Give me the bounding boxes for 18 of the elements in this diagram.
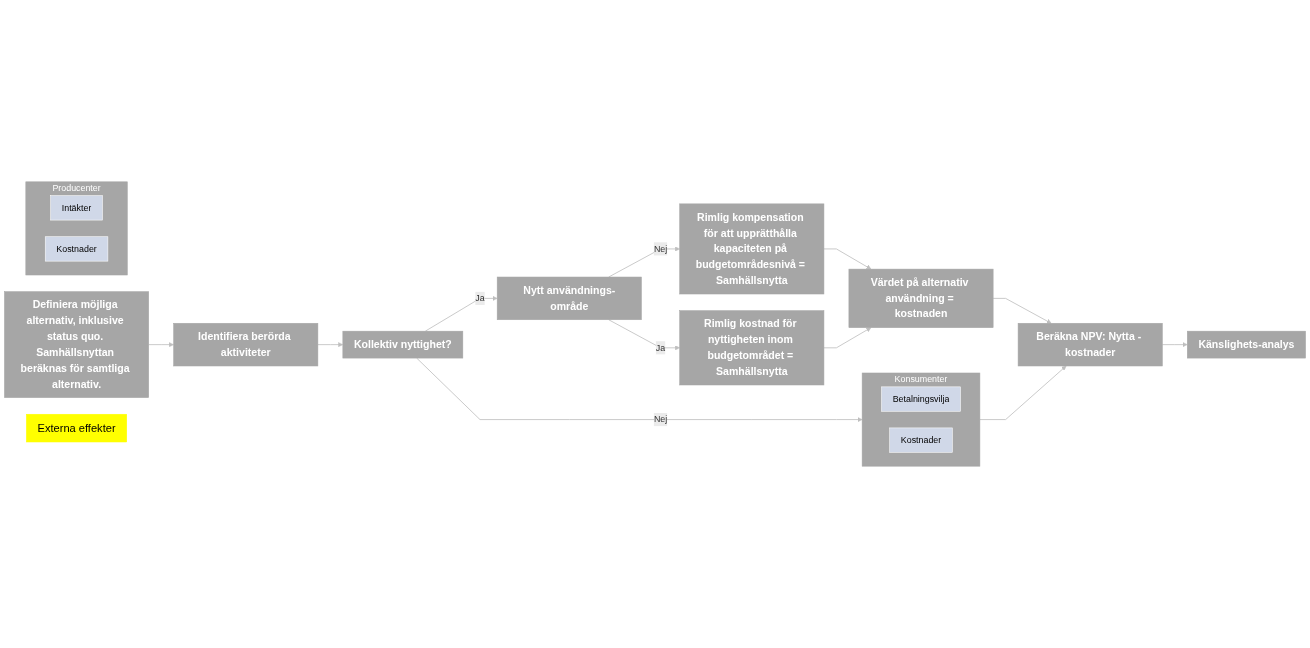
node-box: Beräkna NPV: Nytta - kostnader bbox=[1017, 323, 1163, 367]
edge-label: Nej bbox=[653, 243, 668, 254]
node-box: Rimlig kostnad för nyttigheten inom budgetområdet = Samhällsnytta bbox=[679, 310, 825, 386]
edge-label: Ja bbox=[655, 342, 666, 353]
node-box: Externa effekter bbox=[26, 413, 127, 443]
node-box: Definiera möjliga alternativ, inklusive status quo. Samhällsnyttan beräknas för samtliga alternativ. bbox=[4, 291, 149, 398]
node-box: Intäkter bbox=[50, 195, 103, 221]
node-box: Känslighets-analys bbox=[1187, 330, 1306, 359]
node-box: Betalningsvilja bbox=[881, 386, 961, 412]
edge-label: Ja bbox=[475, 293, 485, 303]
node-box: Rimlig kompensation för att upprätthålla kapaciteten på budgetområdesnivå = Samhällsnytta bbox=[679, 203, 825, 295]
node-box: Kostnader bbox=[889, 427, 953, 453]
node-box: Kollektiv nyttighet? bbox=[342, 330, 464, 359]
node-box: Nytt användnings-område bbox=[496, 276, 642, 320]
node-box: Identifiera berörda aktiviteter bbox=[173, 323, 319, 367]
node-box: Kostnader bbox=[44, 236, 109, 262]
node-box: Värdet på alternativ användning = kostnaden bbox=[848, 268, 994, 328]
edge-label: Nej bbox=[653, 414, 668, 425]
